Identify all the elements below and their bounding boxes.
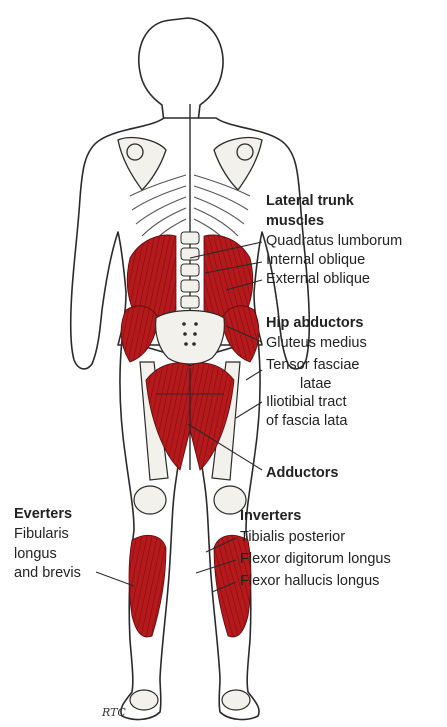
lateral-trunk-muscles-title-line1: Lateral trunk bbox=[266, 192, 354, 211]
label-fibularis-line2: longus bbox=[14, 545, 57, 564]
adductors-title: Adductors bbox=[266, 464, 339, 483]
everters-title: Everters bbox=[14, 505, 72, 524]
label-flexor-digitorum-longus: Flexor digitorum longus bbox=[240, 550, 391, 569]
label-gluteus-medius: Gluteus medius bbox=[266, 334, 367, 353]
label-tensor-fasciae-line2: latae bbox=[300, 375, 331, 394]
lumbar-vertebrae bbox=[181, 232, 199, 308]
label-fibularis-line3: and brevis bbox=[14, 564, 81, 583]
label-fibularis-line1: Fibularis bbox=[14, 525, 69, 544]
artist-signature: RTC bbox=[101, 706, 126, 719]
head bbox=[139, 18, 223, 122]
feet bbox=[130, 690, 250, 710]
label-external-oblique: External oblique bbox=[266, 270, 370, 289]
lateral-trunk-muscles-title-line2: muscles bbox=[266, 212, 324, 231]
label-tibialis-posterior: Tibialis posterior bbox=[240, 528, 345, 547]
label-iliotibial-line1: Iliotibial tract bbox=[266, 393, 347, 412]
label-quadratus-lumborum: Quadratus lumborum bbox=[266, 232, 402, 251]
hip-abductors-title: Hip abductors bbox=[266, 314, 363, 333]
inverters-title: Inverters bbox=[240, 507, 301, 526]
knees bbox=[134, 486, 246, 514]
label-flexor-hallucis-longus: Flexor hallucis longus bbox=[240, 572, 379, 591]
label-internal-oblique: Internal oblique bbox=[266, 251, 365, 270]
pelvis bbox=[156, 311, 225, 365]
label-iliotibial-line2: of fascia lata bbox=[266, 412, 347, 431]
label-tensor-fasciae-line1: Tensor fasciae bbox=[266, 356, 360, 375]
